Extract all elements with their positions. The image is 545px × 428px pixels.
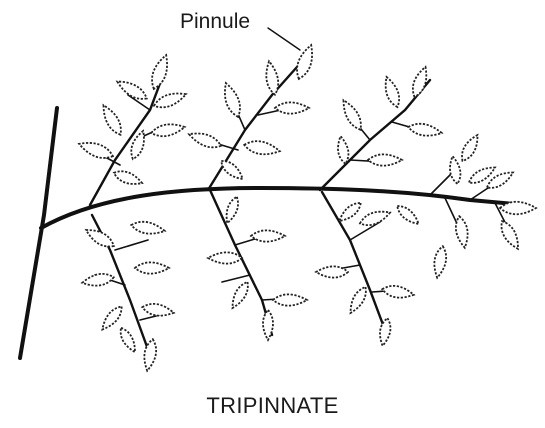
leaflet: [141, 302, 174, 319]
leaflet: [99, 102, 126, 137]
leaflet: [381, 75, 403, 109]
leaflet: [187, 129, 223, 151]
leaflet: [130, 220, 165, 237]
leaflet: [112, 168, 144, 188]
leaflet: [150, 122, 185, 139]
leaflet: [218, 157, 246, 183]
leaflet: [432, 245, 449, 278]
rachis: [41, 188, 525, 228]
pinnule-pointer-line: [268, 28, 300, 50]
leaflet: [275, 102, 309, 113]
leaflet: [448, 155, 463, 184]
leaflet: [458, 132, 482, 163]
leaflet: [114, 77, 149, 104]
leaflet: [223, 195, 241, 225]
leaflet: [264, 60, 281, 95]
leaflet: [394, 202, 421, 227]
leaflet: [293, 43, 317, 81]
leaflet: [142, 338, 159, 371]
leaflet: [251, 230, 285, 241]
leaflet: [346, 285, 370, 316]
leaflet: [381, 284, 414, 301]
leaflet: [243, 139, 281, 158]
leaflet: [208, 252, 242, 263]
leaflet: [220, 81, 244, 119]
leaflet: [128, 129, 148, 161]
leaflet: [407, 122, 442, 139]
leaflet: [273, 294, 307, 305]
leaflet: [497, 218, 523, 251]
pinnule-label: Pinnule: [180, 10, 250, 34]
leaflet: [117, 326, 139, 355]
leaflet: [316, 266, 348, 277]
leaflet: [368, 154, 402, 165]
petiole: [20, 108, 57, 358]
leaflet: [81, 272, 114, 289]
leaflet: [135, 262, 169, 273]
leaflet: [378, 317, 393, 346]
secondary-rachis-2-up: [208, 58, 305, 190]
leaflet: [228, 280, 252, 311]
leaflet: [339, 97, 366, 132]
leaflet: [336, 199, 363, 224]
leaflets: [77, 43, 536, 372]
diagram-caption: TRIPINNATE: [0, 393, 545, 419]
leaflet: [148, 53, 172, 91]
